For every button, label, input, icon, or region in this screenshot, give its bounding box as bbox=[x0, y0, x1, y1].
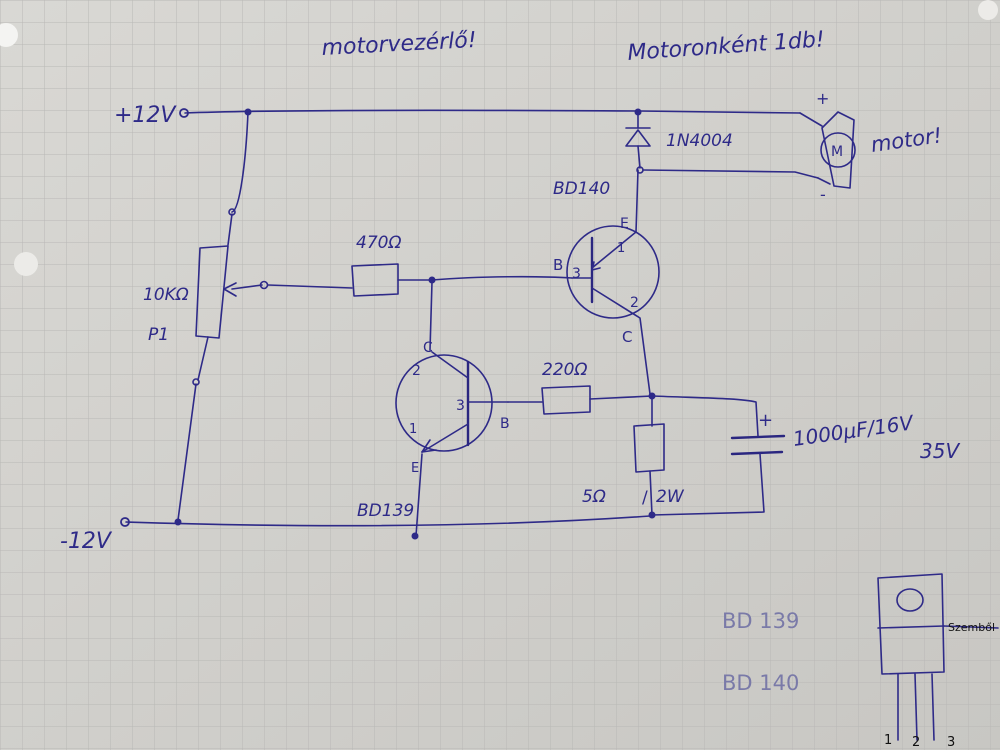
resistor-220 bbox=[507, 385, 656, 415]
pinout-pin-3: 3 bbox=[947, 735, 955, 750]
punch-hole-middle bbox=[14, 252, 38, 276]
motor-minus-label: - bbox=[820, 185, 826, 204]
pinout-part-b: BD 140 bbox=[722, 671, 799, 695]
r-load-separator: / bbox=[642, 488, 648, 508]
bd139-pin-2: 2 bbox=[412, 363, 421, 379]
bd140-pin-c: C bbox=[622, 328, 632, 346]
motor bbox=[817, 111, 856, 189]
pinout-part-a: BD 139 bbox=[722, 609, 799, 633]
r-load-label: 5Ω bbox=[582, 487, 606, 507]
bd139-pin-e: E bbox=[411, 461, 419, 476]
capacitor-1000uf bbox=[651, 395, 786, 516]
diode-1n4004 bbox=[625, 111, 819, 179]
supply-plus-label: +12V bbox=[114, 103, 177, 128]
bd140-pin-1: 1 bbox=[617, 241, 625, 256]
pinout-pin-2: 2 bbox=[912, 735, 920, 750]
bd139-pin-c: C bbox=[423, 340, 433, 356]
punch-hole-corner bbox=[978, 0, 998, 20]
bd139-pin-3: 3 bbox=[456, 398, 465, 414]
transistor-bd139 bbox=[395, 281, 509, 537]
diode-label: 1N4004 bbox=[666, 131, 733, 151]
supply-minus-label: -12V bbox=[60, 529, 113, 554]
bd140-pin-2: 2 bbox=[630, 295, 639, 311]
pinout-pin-1: 1 bbox=[884, 733, 892, 748]
r-q2-base-label: 220Ω bbox=[542, 360, 587, 380]
to126-package bbox=[877, 573, 999, 741]
bd140-pin-e: E bbox=[620, 216, 629, 232]
punch-hole-top bbox=[0, 23, 18, 47]
motor-plus-label: + bbox=[816, 89, 829, 108]
transistor-bd140 bbox=[566, 169, 660, 395]
bd139-pin-b: B bbox=[500, 416, 510, 432]
pinout-label: Szemből bbox=[948, 621, 995, 634]
bd140-pin-3: 3 bbox=[572, 266, 581, 282]
resistor-5ohm bbox=[633, 395, 665, 516]
pot-ref-label: P1 bbox=[148, 325, 169, 345]
bd139-part-label: BD139 bbox=[357, 501, 414, 521]
cap-plus-label: + bbox=[758, 410, 773, 431]
bd140-pin-b: B bbox=[553, 256, 563, 274]
bd139-pin-1: 1 bbox=[409, 422, 417, 437]
motor-symbol: M bbox=[831, 144, 843, 160]
bd140-part-label: BD140 bbox=[553, 179, 610, 199]
r-load-power-label: 2W bbox=[656, 487, 685, 507]
r-base-label: 470Ω bbox=[356, 233, 401, 253]
pot-value-label: 10KΩ bbox=[143, 285, 189, 305]
cap-value-alt-label: 35V bbox=[920, 439, 960, 463]
positive-rail bbox=[179, 108, 823, 127]
resistor-470 bbox=[267, 263, 573, 297]
